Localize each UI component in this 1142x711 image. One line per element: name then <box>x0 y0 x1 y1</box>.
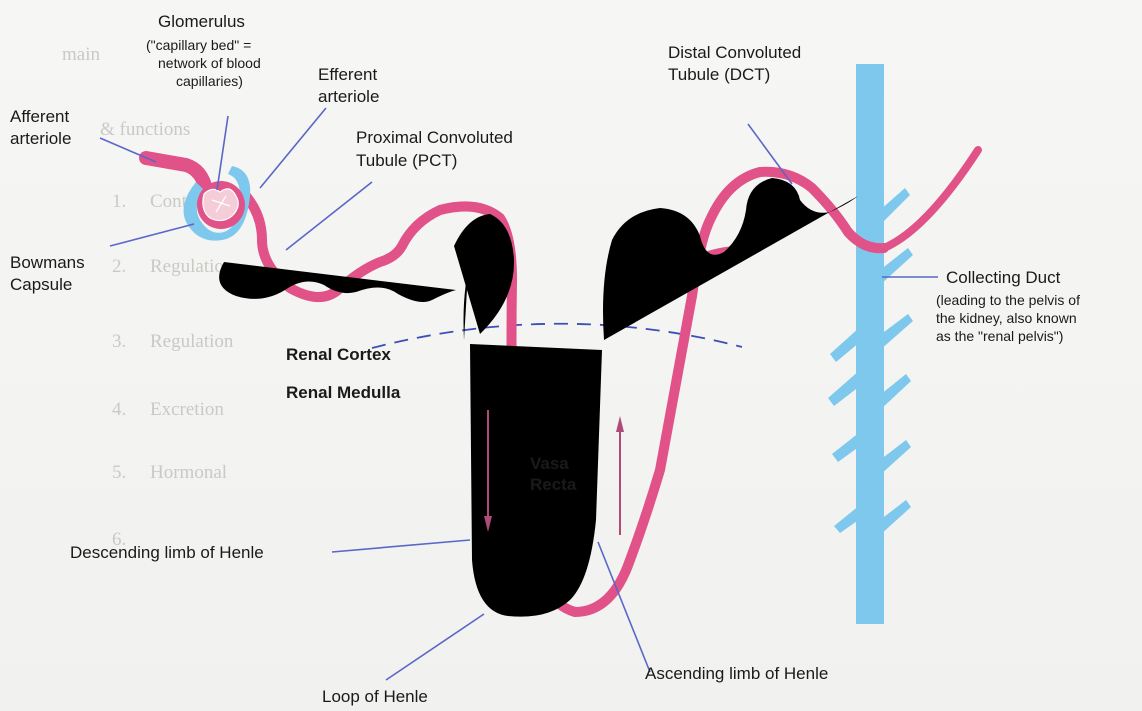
background-text: main & functions 1. Control 2. Regulatio… <box>62 44 234 550</box>
svg-text:Regulation: Regulation <box>150 331 234 352</box>
svg-text:Vasa: Vasa <box>530 454 569 473</box>
svg-text:3.: 3. <box>112 331 126 352</box>
svg-text:Excretion: Excretion <box>150 399 224 420</box>
label-descending-limb: Descending limb of Henle <box>70 543 264 562</box>
svg-text:Tubule (PCT): Tubule (PCT) <box>356 151 457 170</box>
svg-text:2.: 2. <box>112 256 126 277</box>
svg-text:as the "renal pelvis"): as the "renal pelvis") <box>936 328 1063 344</box>
label-loop-of-henle: Loop of Henle <box>322 687 428 706</box>
bg-line-2: & functions <box>100 119 190 140</box>
svg-text:arteriole: arteriole <box>10 129 71 148</box>
bg-item-5: 5. Hormonal <box>112 462 227 483</box>
label-renal-medulla: Renal Medulla <box>286 383 401 402</box>
svg-text:network of blood: network of blood <box>158 55 261 71</box>
svg-text:5.: 5. <box>112 462 126 483</box>
svg-text:1.: 1. <box>112 191 126 212</box>
label-dct: Distal Convoluted Tubule (DCT) <box>668 43 801 84</box>
svg-text:Tubule (DCT): Tubule (DCT) <box>668 65 770 84</box>
svg-text:capillaries): capillaries) <box>176 73 243 89</box>
label-renal-cortex: Renal Cortex <box>286 345 391 364</box>
collecting-duct <box>828 64 913 624</box>
label-glomerulus: Glomerulus ("capillary bed" = network of… <box>146 12 261 89</box>
svg-text:Capsule: Capsule <box>10 275 72 294</box>
svg-text:Glomerulus: Glomerulus <box>158 12 245 31</box>
svg-text:Recta: Recta <box>530 475 577 494</box>
svg-text:Bowmans: Bowmans <box>10 253 85 272</box>
svg-text:Proximal Convoluted: Proximal Convoluted <box>356 128 513 147</box>
label-efferent-arteriole: Efferent arteriole <box>318 65 379 106</box>
label-collecting-duct: Collecting Duct (leading to the pelvis o… <box>936 268 1080 344</box>
glomerulus <box>197 181 245 229</box>
bg-line-1: main <box>62 44 100 65</box>
svg-text:Collecting Duct: Collecting Duct <box>946 268 1061 287</box>
label-bowmans-capsule: Bowmans Capsule <box>10 253 85 294</box>
bg-item-4: 4. Excretion <box>112 399 224 420</box>
svg-text:arteriole: arteriole <box>318 87 379 106</box>
svg-text:Hormonal: Hormonal <box>150 462 227 483</box>
label-ascending-limb: Ascending limb of Henle <box>645 664 828 683</box>
bg-item-3: 3. Regulation <box>112 331 234 352</box>
svg-text:Distal Convoluted: Distal Convoluted <box>668 43 801 62</box>
ascending-flow-arrow <box>616 416 624 535</box>
label-pct: Proximal Convoluted Tubule (PCT) <box>356 128 513 170</box>
svg-text:Afferent: Afferent <box>10 107 70 126</box>
label-afferent-arteriole: Afferent arteriole <box>10 107 71 148</box>
svg-text:("capillary bed" =: ("capillary bed" = <box>146 37 251 53</box>
svg-text:(leading to the pelvis of: (leading to the pelvis of <box>936 292 1080 308</box>
bg-item-2: 2. Regulation <box>112 256 234 277</box>
svg-text:Efferent: Efferent <box>318 65 378 84</box>
svg-text:the kidney, also known: the kidney, also known <box>936 310 1077 326</box>
svg-text:4.: 4. <box>112 399 126 420</box>
